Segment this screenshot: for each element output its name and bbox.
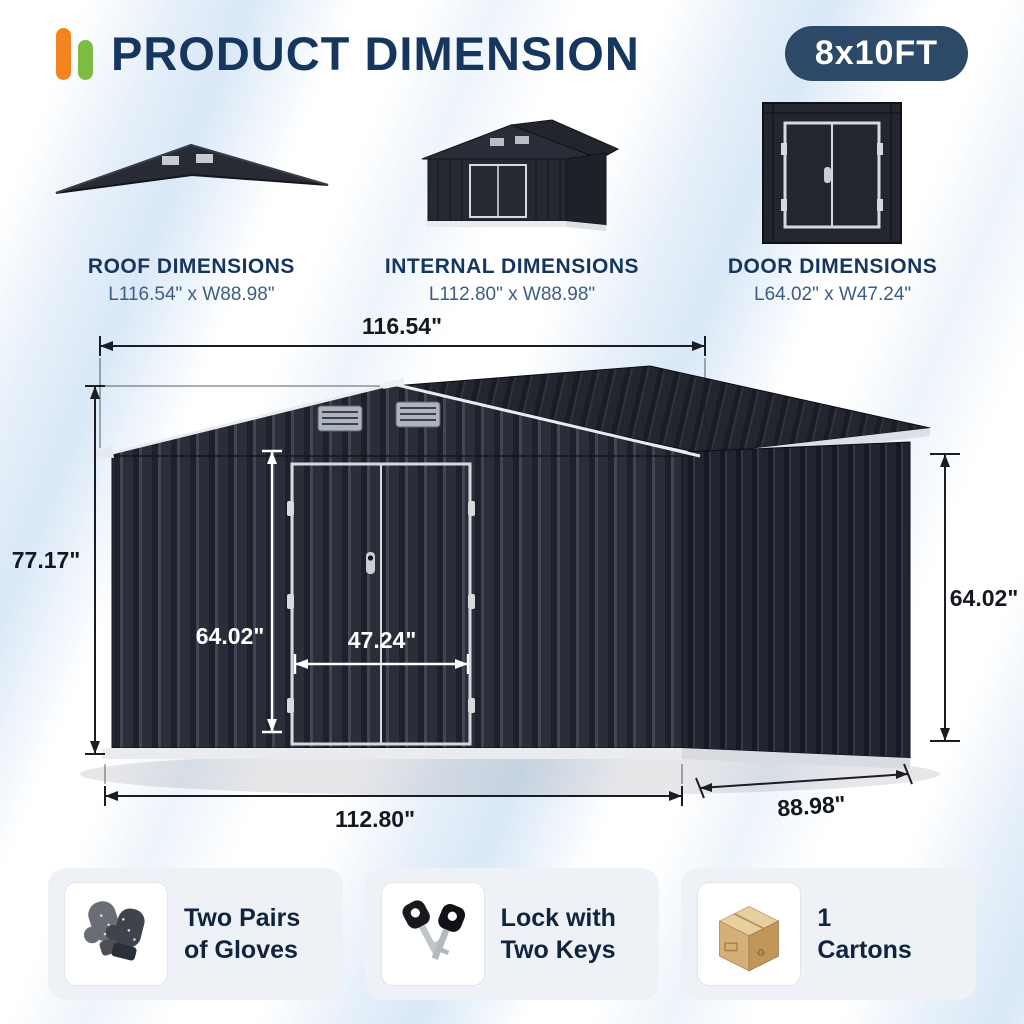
gable-vent-icon	[395, 401, 441, 428]
base-trim-front	[102, 748, 682, 759]
internal-thumbnail: INTERNAL DIMENSIONS L112.80" x W88.98"	[365, 97, 660, 306]
carton-image: ♻	[697, 882, 802, 986]
feature-card-lock: Lock with Two Keys	[364, 868, 660, 1000]
thumbnail-row: ROOF DIMENSIONS L116.54" x W88.98"	[0, 89, 1024, 306]
feature-card-carton: ♻ 1 Cartons	[681, 868, 977, 1000]
dim-wall-height: 64.02"	[930, 453, 1018, 742]
shed-front-wall	[111, 453, 683, 749]
base-trim-side	[682, 748, 910, 769]
dim-door-height: 64.02"	[196, 449, 282, 734]
shed-illustration	[88, 365, 931, 769]
gable-vent-icon	[317, 405, 363, 432]
gable-vent-icon	[490, 138, 505, 146]
gloves-image	[64, 882, 168, 986]
gable-trim-left	[99, 382, 394, 458]
gable-vent-icon	[515, 136, 530, 144]
page-title: PRODUCT DIMENSION	[111, 27, 640, 80]
shed-dimension-diagram: 116.54" 77.17" 64.02"	[12, 313, 1018, 832]
door-dimensions-label: DOOR DIMENSIONS	[727, 255, 938, 278]
door-handle-icon	[824, 167, 832, 183]
lock-label-line2: Two Keys	[500, 936, 616, 964]
eave-tip	[88, 445, 114, 458]
svg-text:♻: ♻	[757, 948, 766, 959]
roof-illustration	[56, 143, 329, 194]
internal-dimensions-value: L112.80" x W88.98"	[428, 284, 596, 305]
roof-dimensions-label: ROOF DIMENSIONS	[87, 255, 295, 278]
dim-base-depth: 88.98"	[695, 763, 913, 822]
ridge-cap	[383, 378, 404, 389]
door-height-value: 64.02"	[196, 623, 264, 649]
door-illustration	[762, 102, 903, 244]
roof-dimensions-value: L116.54" x W88.98"	[108, 284, 275, 305]
wall-height-value: 64.02"	[950, 585, 1018, 611]
keys-image	[380, 882, 485, 986]
roof-length-value: 116.54"	[362, 313, 442, 339]
header: PRODUCT DIMENSION 8x10FT	[0, 0, 1024, 89]
door-dimensions-value: L64.02" x W47.24"	[754, 284, 912, 305]
shed-side-wall	[681, 441, 911, 759]
roof-thumbnail-image	[46, 97, 336, 247]
roof-vent-icon	[162, 156, 180, 165]
gable-trim-right	[392, 382, 701, 458]
gloves-label: Two Pairs of Gloves	[184, 902, 300, 966]
accent-bars-icon	[56, 27, 93, 80]
dim-overall-height: 77.17"	[12, 385, 380, 755]
door-handle-icon	[366, 552, 375, 574]
overall-height-value: 77.17"	[12, 547, 80, 573]
carton-icon: ♻	[718, 905, 780, 972]
carton-label-line2: Cartons	[817, 936, 912, 964]
internal-dimensions-label: INTERNAL DIMENSIONS	[384, 255, 640, 278]
carton-label-line1: 1	[817, 904, 832, 932]
ground-shadow	[80, 752, 940, 796]
feature-card-gloves: Two Pairs of Gloves	[48, 868, 343, 1000]
door-thumbnail-image	[745, 97, 920, 247]
base-length-value: 112.80"	[335, 806, 415, 832]
roof-vent-icon	[196, 154, 214, 163]
orange-bar-icon	[56, 27, 71, 80]
lock-label: Lock with Two Keys	[501, 902, 616, 966]
gloves-label-line2: of Gloves	[184, 936, 298, 964]
internal-thumbnail-image	[394, 97, 629, 247]
door-thumbnail: DOOR DIMENSIONS L64.02" x W47.24"	[685, 97, 980, 306]
dim-door-width: 47.24"	[293, 627, 470, 674]
gloves-icon	[83, 901, 145, 961]
feature-row: Two Pairs of Gloves	[48, 868, 977, 1000]
gloves-label-line1: Two Pairs	[184, 904, 301, 932]
keys-icon	[402, 900, 465, 960]
double-doors	[287, 462, 475, 746]
green-bar-icon	[78, 39, 93, 80]
door-width-value: 47.24"	[348, 627, 416, 653]
internal-shed-illustration	[422, 119, 620, 231]
base-depth-value: 88.98"	[776, 791, 846, 822]
dim-base-length: 112.80"	[104, 764, 683, 832]
roof-thumbnail: ROOF DIMENSIONS L116.54" x W88.98"	[44, 97, 339, 306]
door-hinges	[287, 501, 475, 713]
carton-label: 1 Cartons	[817, 902, 911, 966]
lock-label-line1: Lock with	[500, 904, 616, 932]
size-badge: 8x10FT	[784, 26, 968, 81]
dim-roof-length: 116.54"	[99, 313, 706, 448]
